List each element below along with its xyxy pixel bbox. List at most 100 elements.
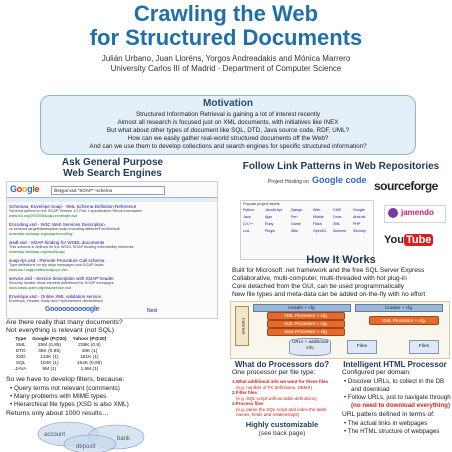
question-2: Not everything is relevant (not SQL): [6, 327, 115, 334]
tag-link[interactable]: Lua: [243, 229, 249, 233]
left-section-title-2: Web Search Engines: [63, 168, 162, 179]
pager-next-link[interactable]: Next: [147, 308, 158, 314]
crawler-bar: Crawler + cfg.: [355, 304, 443, 312]
result-link[interactable]: Envelope.xsd - Online XML validation ser…: [9, 294, 102, 299]
search-result: wsdl.xsd - SOAP binding for WSDL documen…: [9, 240, 213, 254]
java-processor: Java Processor + cfg.: [267, 328, 345, 336]
result-url: schemas.xmlsoap.org/wsdl/soap/: [9, 249, 65, 254]
tag-link[interactable]: Ajax: [265, 215, 272, 219]
result-snippet: Type definitions for rpc style messages …: [9, 263, 104, 267]
tag-link[interactable]: XML: [333, 222, 341, 226]
table-row: XSD 134K (1) 181K (1): [12, 355, 109, 361]
venn-label-account: account: [44, 432, 66, 438]
results-count-table: Type Google (P@20) Yahoo! (P@20) XML 25M…: [12, 337, 109, 373]
table-row: JAVA 9M (1) 1.6M (1): [12, 367, 109, 373]
tag-link[interactable]: Web: [313, 208, 321, 212]
ihp-bullet: • Discover URLs, to collect in the DB: [344, 378, 445, 385]
motivation-box: Motivation Structured Information Retrie…: [40, 95, 416, 155]
how-line: Collaborative, multi-computer, multi-thr…: [232, 275, 407, 282]
tag-link[interactable]: Plugin: [265, 229, 275, 233]
table-cell: XML: [15, 343, 26, 348]
tag-link[interactable]: Python: [243, 208, 255, 212]
processor-step: 2.Filter files: [232, 390, 258, 395]
repository-tag-list: Popular project labels Python JavaScript…: [240, 200, 374, 260]
tag-link[interactable]: Flash: [313, 222, 322, 226]
ihp-bullet: • The actual links in webpages: [344, 420, 428, 427]
files-store-2: Files: [409, 340, 439, 354]
highly-customizable: Highly customizable: [245, 420, 319, 429]
result-snippet: Schema defined in the SOAP Version 1.2 P…: [9, 209, 143, 213]
table-cell: 134K (1): [40, 355, 59, 360]
bullet-item: • Hierarchical file types (XSD is also X…: [10, 401, 129, 408]
tag-link[interactable]: OpenGL: [313, 229, 327, 233]
returns-note: Returns only about 1000 results…: [6, 410, 109, 417]
table-row: XML 25M (0.85) 238K (0.8): [12, 343, 109, 349]
motivation-line: Almost all research is focused just on X…: [117, 119, 339, 126]
venn-label-deposit: deposit: [76, 444, 96, 450]
tag-link[interactable]: Django: [291, 208, 303, 212]
tag-link[interactable]: CMS: [333, 208, 341, 212]
tag-link[interactable]: Java: [243, 215, 251, 219]
tag-link[interactable]: Android: [353, 215, 366, 219]
header-bar: Header + cfg.: [253, 304, 351, 312]
question-1: Are there really that many documents?: [6, 319, 123, 326]
google-logo: Google: [10, 184, 40, 194]
left-section-title-1: Ask General Purpose: [61, 157, 164, 168]
tag-link[interactable]: Scheme: [333, 229, 347, 233]
result-url: www.w3.org/2003/05/soap-envelope.xsd: [9, 213, 78, 218]
search-result: Schemas, Envelope Soap - XML Schema Defi…: [9, 204, 213, 218]
see-back-page: (see back page): [258, 430, 306, 437]
result-url: schemas.xmlsoap.org/soap/encoding/: [9, 231, 73, 236]
ihp-intro: Configured per domain:: [342, 369, 411, 376]
tag-link[interactable]: JavaScript: [265, 208, 282, 212]
affiliation: University Carlos III of Madrid · Depart…: [110, 64, 342, 73]
motivation-line: And can we use them to develop collectio…: [89, 143, 367, 150]
tag-link[interactable]: Wiki: [291, 229, 298, 233]
sourceforge-logo: sourceforge: [374, 179, 438, 193]
result-snippet: Security header block element definition…: [9, 281, 114, 285]
tag-link[interactable]: Mobile: [313, 215, 324, 219]
result-link[interactable]: wsdl.xsd - SOAP binding for WSDL documen…: [9, 240, 105, 245]
right-section-title: Follow Link Patterns in Web Repositories: [242, 161, 440, 172]
ihp-url-patterns: URL patters defined in terms of:: [342, 411, 435, 418]
pager-logo: Goooooooooogle: [45, 306, 100, 313]
motivation-line: But what about other types of document l…: [106, 127, 350, 134]
tag-link[interactable]: PHP: [353, 222, 361, 226]
processors-title: What do Processors do?: [234, 360, 330, 369]
urls-database: URLs + additional info: [289, 338, 331, 356]
table-cell: XSD: [15, 355, 26, 360]
result-link[interactable]: service.xsd - Service description with S…: [9, 276, 114, 281]
table-cell: 104K (1): [40, 361, 59, 366]
tag-link[interactable]: C/C++: [243, 222, 254, 226]
tag-link[interactable]: Game: [291, 222, 301, 226]
results-bar: [7, 197, 217, 202]
result-link[interactable]: soap-rpc.xsd - Remote Procedure Call sch…: [9, 258, 105, 263]
tag-link[interactable]: Ruby: [265, 222, 274, 226]
how-line: Built for Microsoft .net framework and t…: [232, 267, 425, 274]
table-header: Type: [15, 337, 27, 342]
how-it-works-title: How It Works: [306, 254, 376, 266]
result-url: docs.oasis-open.org/wss/service.xsd: [9, 285, 71, 290]
tag-link[interactable]: Linux: [333, 215, 342, 219]
architecture-diagram: Internet Header + cfg. XML Processor + c…: [230, 301, 450, 359]
result-link[interactable]: Schemas, Envelope Soap - XML Schema Defi…: [9, 204, 137, 209]
tag-link[interactable]: Google: [353, 208, 365, 212]
tag-link[interactable]: Security: [353, 229, 366, 233]
search-result: soap-rpc.xsd - Remote Procedure Call sch…: [9, 258, 213, 272]
table-row: DTD 46K (0.95) 48K (1): [12, 349, 109, 355]
result-snippet: This schema is defined for the WSDL SOAP…: [9, 245, 134, 249]
processor-step: 1.What additional info we want for these…: [232, 379, 329, 384]
venn-label-bank: bank: [117, 436, 131, 442]
table-cell: SQL: [15, 361, 26, 366]
xml-processor: XML Processor + cfg.: [267, 312, 345, 320]
result-url: www.ws-i.org/profiles/soap-rpc.xsd: [9, 267, 68, 272]
table-row: SQL 104K (1) 152K (0.95): [12, 361, 109, 367]
ihp-bullet: • The HTML structure of webpages: [344, 428, 440, 435]
table-cell: 181K (1): [80, 355, 99, 360]
result-link[interactable]: Encoding.xsd - W3C Web Services Descript…: [9, 222, 105, 227]
xml-processor-2: XML Processor + cfg.: [369, 316, 439, 325]
search-query-field[interactable]: filetype:xsd "SOAP" -schema: [51, 186, 165, 195]
search-result: Encoding.xsd - W3C Web Services Descript…: [9, 222, 213, 236]
tag-link[interactable]: Perl: [291, 215, 298, 219]
